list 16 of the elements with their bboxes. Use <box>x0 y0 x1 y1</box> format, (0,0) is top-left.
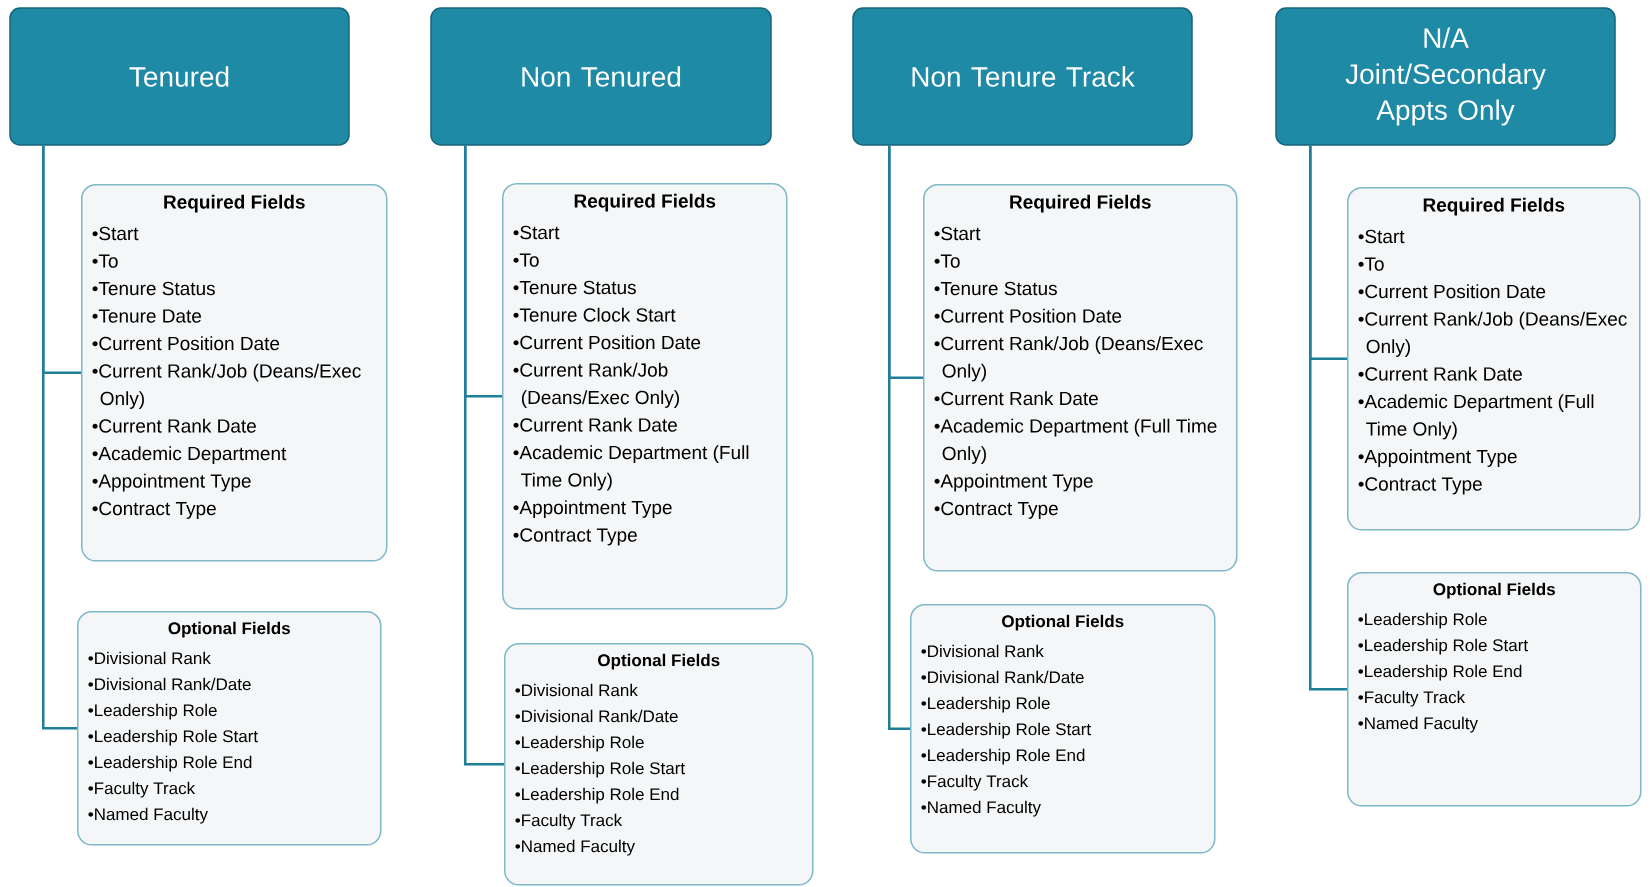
category-header: Non Tenure Track <box>852 7 1193 146</box>
field-list-box: Required Fields •Start •To •Current Position Date •Current Rank/Job (Deans/Exec Only) •Current Rank Date •Academic Department (Full Time Only) •Appointment Type •Contract Type <box>1347 187 1641 531</box>
field-list-box: Optional Fields •Divisional Rank •Divisional Rank/Date •Leadership Role •Leadership Role Start •Leadership Role End •Faculty Track •Named Faculty <box>910 604 1216 854</box>
field-list-box: Optional Fields •Divisional Rank •Divisional Rank/Date •Leadership Role •Leadership Role Start •Leadership Role End •Faculty Track •Named Faculty <box>77 611 382 846</box>
field-list-box: Required Fields •Start •To •Tenure Status •Tenure Date •Current Position Date •Current Rank/Job (Deans/Exec Only) •Current Rank Date •Academic Department •Appointment Type •Contract Type <box>81 184 388 562</box>
connector-line <box>1309 145 1347 691</box>
connector-line <box>464 145 504 766</box>
category-header: Tenured <box>9 7 350 146</box>
category-header: N/A Joint/Secondary Appts Only <box>1275 7 1616 146</box>
field-list-box: Optional Fields •Divisional Rank •Divisional Rank/Date •Leadership Role •Leadership Role Start •Leadership Role End •Faculty Track •Named Faculty <box>504 643 814 886</box>
field-list-box: Required Fields •Start •To •Tenure Status •Current Position Date •Current Rank/Job (Deans/Exec Only) •Current Rank Date •Academic Department (Full Time Only) •Appointment Type •Contract Type <box>923 184 1238 572</box>
field-list-box: Required Fields •Start •To •Tenure Status •Tenure Clock Start •Current Position Date •Current Rank/Job (Deans/Exec Only) •Current Rank Date •Academic Department (Full Time Only) •Appointment Type •Contract Type <box>502 183 788 610</box>
connector-line <box>42 145 77 730</box>
category-header: Non Tenured <box>430 7 772 146</box>
connector-line <box>888 145 910 730</box>
field-list-box: Optional Fields •Leadership Role •Leadership Role Start •Leadership Role End •Faculty Track •Named Faculty <box>1347 572 1642 807</box>
